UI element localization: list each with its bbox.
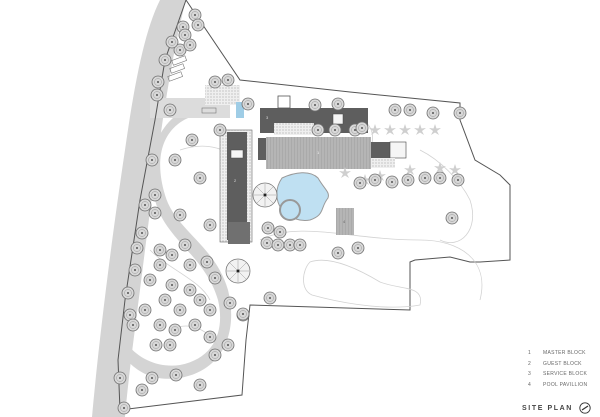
master-block: 1: [258, 137, 407, 169]
drawing-title: SITE PLAN: [522, 404, 573, 412]
pool-pavilion: 4: [336, 208, 354, 235]
svg-text:4: 4: [343, 219, 346, 224]
parked-cars: [167, 55, 217, 114]
svg-text:2: 2: [234, 178, 237, 183]
service-block: 3: [260, 95, 368, 135]
north-arrow-icon: [579, 402, 591, 414]
svg-text:3: 3: [266, 115, 269, 120]
guest-block: 2: [219, 129, 253, 244]
svg-text:1: 1: [317, 150, 320, 155]
drawing-title-block: SITE PLAN: [522, 402, 591, 414]
driveway-loop: [122, 100, 232, 379]
pool: [276, 172, 329, 221]
site-boundary: [117, 0, 511, 411]
